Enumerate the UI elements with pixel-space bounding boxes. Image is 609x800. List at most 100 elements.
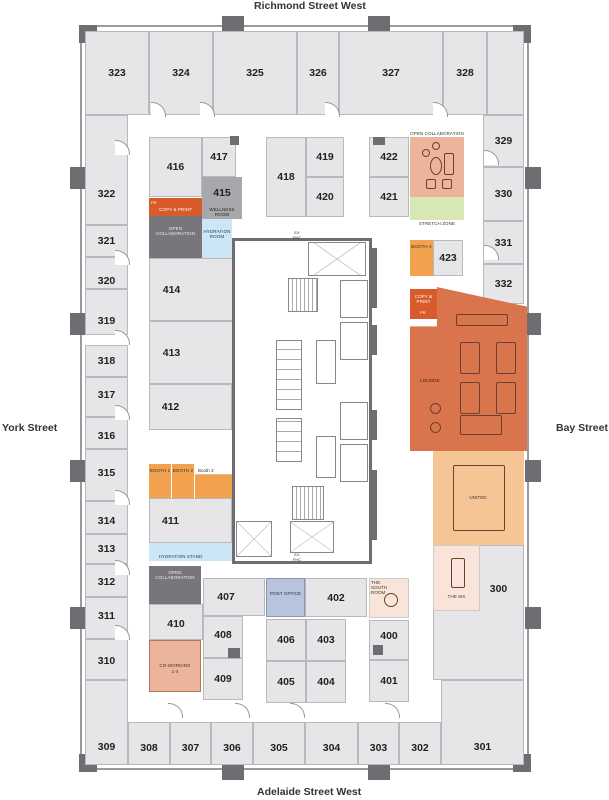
room-413[interactable]: 413	[149, 321, 234, 384]
room-322[interactable]: 322	[85, 115, 128, 225]
hydration-stand[interactable]: Hydration Stand	[149, 543, 232, 561]
room-406[interactable]: 406	[266, 619, 306, 661]
room-319[interactable]: 319	[85, 289, 128, 335]
room-number: 327	[382, 67, 400, 79]
room-324[interactable]: 324	[149, 31, 213, 115]
open-collaboration-ne[interactable]: Open Collaboration	[410, 131, 464, 197]
copy-print-label: Copy & Print	[414, 294, 433, 304]
stretch-zone-label: Stretch Zone	[418, 221, 456, 226]
table-icon	[496, 382, 516, 414]
room-401[interactable]: 401	[369, 660, 409, 702]
pr-label: PR	[420, 310, 426, 315]
room-313[interactable]: 313	[85, 534, 128, 564]
open-collaboration-sw[interactable]: Open Collaboration	[149, 566, 201, 604]
column	[368, 765, 390, 780]
room-308[interactable]: 308	[128, 722, 170, 765]
elevator-shaft	[308, 242, 366, 276]
copy-print-nw[interactable]: Copy & Print PR	[149, 198, 202, 216]
room-number: 332	[494, 278, 513, 290]
room-316[interactable]: 316	[85, 417, 128, 449]
room-number: 323	[108, 67, 126, 79]
room-323[interactable]: 323	[85, 31, 149, 115]
coworking-range: 1-4	[171, 669, 179, 674]
booth-3[interactable]	[195, 474, 232, 498]
room-326[interactable]: 326	[297, 31, 339, 115]
column	[368, 16, 390, 32]
room-404[interactable]: 404	[306, 661, 346, 703]
room-number: 306	[223, 741, 241, 754]
room-number: 304	[322, 741, 341, 754]
room-301[interactable]: 301	[441, 680, 524, 765]
room-419[interactable]: 419	[306, 137, 344, 177]
room-410[interactable]: 410	[149, 604, 203, 640]
stretch-zone[interactable]: Stretch Zone	[410, 197, 464, 226]
sofa-icon	[444, 153, 454, 175]
united-room[interactable]: United	[433, 451, 524, 545]
washroom-sinks	[316, 340, 336, 384]
room-420[interactable]: 420	[306, 177, 344, 217]
room-423[interactable]: 423	[433, 240, 463, 276]
room-309[interactable]: 309	[85, 680, 128, 765]
hydration-stand-label: Hydration Stand	[158, 554, 203, 559]
room-number: 411	[162, 514, 179, 527]
table-icon	[430, 157, 442, 175]
table-icon	[460, 342, 480, 374]
room-403[interactable]: 403	[306, 619, 346, 661]
room-416[interactable]: 416	[149, 137, 202, 197]
hydration-room[interactable]: Hydration Room	[202, 219, 232, 258]
room-421[interactable]: 421	[369, 177, 409, 217]
column	[373, 137, 385, 145]
room-number: 301	[473, 741, 492, 754]
room-306[interactable]: 306	[211, 722, 253, 765]
room-417[interactable]: 417	[202, 137, 236, 177]
room-407[interactable]: 407	[203, 578, 265, 616]
table-icon	[460, 382, 480, 414]
room-412[interactable]: 412	[149, 384, 232, 430]
room-411[interactable]: 411	[149, 498, 232, 543]
room-number: 321	[97, 235, 116, 247]
room-327[interactable]: 327	[339, 31, 443, 115]
room-331[interactable]: 331	[483, 221, 524, 264]
room-317[interactable]: 317	[85, 377, 128, 417]
room-314[interactable]: 314	[85, 501, 128, 534]
room-330[interactable]: 330	[483, 167, 524, 221]
room-304[interactable]: 304	[305, 722, 358, 765]
room-302[interactable]: 302	[399, 722, 441, 765]
the-south-room[interactable]: The South Room	[369, 578, 409, 618]
booth-2[interactable]: Booth 2	[172, 464, 194, 498]
room-number: 300	[489, 582, 508, 595]
room-405[interactable]: 405	[266, 661, 306, 703]
room-402[interactable]: 402	[305, 578, 367, 617]
room-305[interactable]: 305	[253, 722, 305, 765]
wellness-room[interactable]: 415 Wellness Room	[202, 177, 242, 219]
column	[70, 313, 86, 335]
open-collaboration-nw[interactable]: Open Collaboration	[149, 216, 202, 258]
elevator	[340, 444, 368, 482]
booth-1[interactable]: Booth 1	[149, 464, 171, 498]
room-318[interactable]: 318	[85, 345, 128, 377]
coworking-area[interactable]: Co-Working 1-4	[149, 640, 201, 692]
room-328[interactable]: 328	[443, 31, 487, 115]
stairwell	[292, 486, 324, 520]
room-332[interactable]: 332	[483, 264, 524, 304]
round-table-icon	[430, 422, 441, 433]
booth-4[interactable]: Booth 4	[410, 240, 433, 276]
room-418[interactable]: 418	[266, 137, 306, 217]
room-303[interactable]: 303	[358, 722, 399, 765]
chair-icon	[442, 179, 452, 189]
room-number: 413	[162, 346, 181, 359]
room-number: 322	[97, 187, 116, 200]
street-label-south: Adelaide Street West	[257, 786, 362, 798]
room-414[interactable]: 414	[149, 258, 234, 321]
column	[525, 460, 541, 482]
room-number: 325	[246, 67, 264, 79]
room-409[interactable]: 409	[203, 658, 243, 700]
column	[70, 167, 86, 189]
copy-print-e[interactable]: Copy & Print PR	[410, 289, 437, 319]
elevator	[340, 322, 368, 360]
room-310[interactable]: 310	[85, 639, 128, 680]
room-325[interactable]: 325	[213, 31, 297, 115]
room-307[interactable]: 307	[170, 722, 211, 765]
the-six-room[interactable]: The 6ix	[433, 545, 480, 611]
post-office[interactable]: Post Office	[266, 578, 305, 617]
